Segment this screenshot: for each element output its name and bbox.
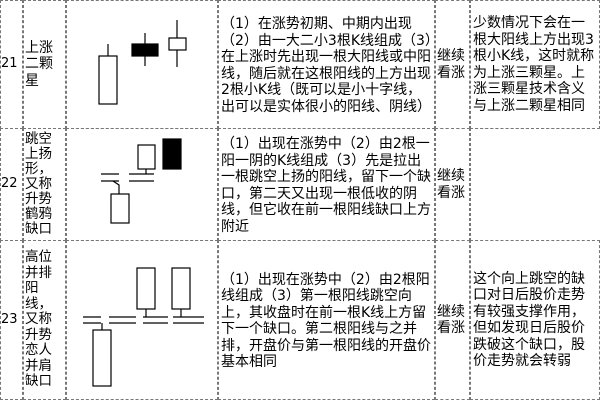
pattern-conclusion: 继续看涨 [435,0,470,129]
pattern-note: 这个向上跳空的缺口对日后股价走势有较强支撑作用，但如发现日后股价跌破这个缺口，股… [470,240,600,400]
table-row: 21 上涨二颗星 （1）在涨势初期、中期内出现（2）由一大二小3根K线组成（3）… [0,0,600,129]
pattern-conclusion: 继续看涨 [435,128,470,241]
table-row: 23 高位并排阳线，又称升势恋人并肩缺口 （1）出现在涨势中（2）由2根阳线组成… [0,240,600,400]
row-number: 21 [0,0,23,129]
table-row: 22 跳空上扬形，又称升势鹤鸦缺口 （1）出现在涨势中（2）由2根一阳一阴的K线… [0,128,600,241]
pattern-name: 高位并排阳线，又称升势恋人并肩缺口 [23,240,66,400]
row-number: 22 [0,128,23,241]
pattern-description: （1）出现在涨势中（2）由2根阳线组成（3）第一根阳线跳空向上，其收盘时在前一根… [218,240,435,400]
pattern-name: 上涨二颗星 [23,0,66,129]
pattern-conclusion: 继续看涨 [435,240,470,400]
pattern-note: 少数情况下会在一根大阳线上方出现3根小K线，这时就称为上涨三颗星。上涨三颗星技术… [470,0,600,129]
candlestick-diagram [66,128,218,241]
row-number: 23 [0,240,23,400]
pattern-description: （1）在涨势初期、中期内出现（2）由一大二小3根K线组成（3）在上涨时先出现一根… [218,0,435,129]
candlestick-diagram [66,0,218,129]
pattern-name: 跳空上扬形，又称升势鹤鸦缺口 [23,128,66,241]
pattern-note [470,128,600,241]
pattern-description: （1）出现在涨势中（2）由2根一阳一阴的K线组成（3）先是拉出一根跳空上扬的阳线… [218,128,435,241]
candlestick-diagram [66,240,218,400]
